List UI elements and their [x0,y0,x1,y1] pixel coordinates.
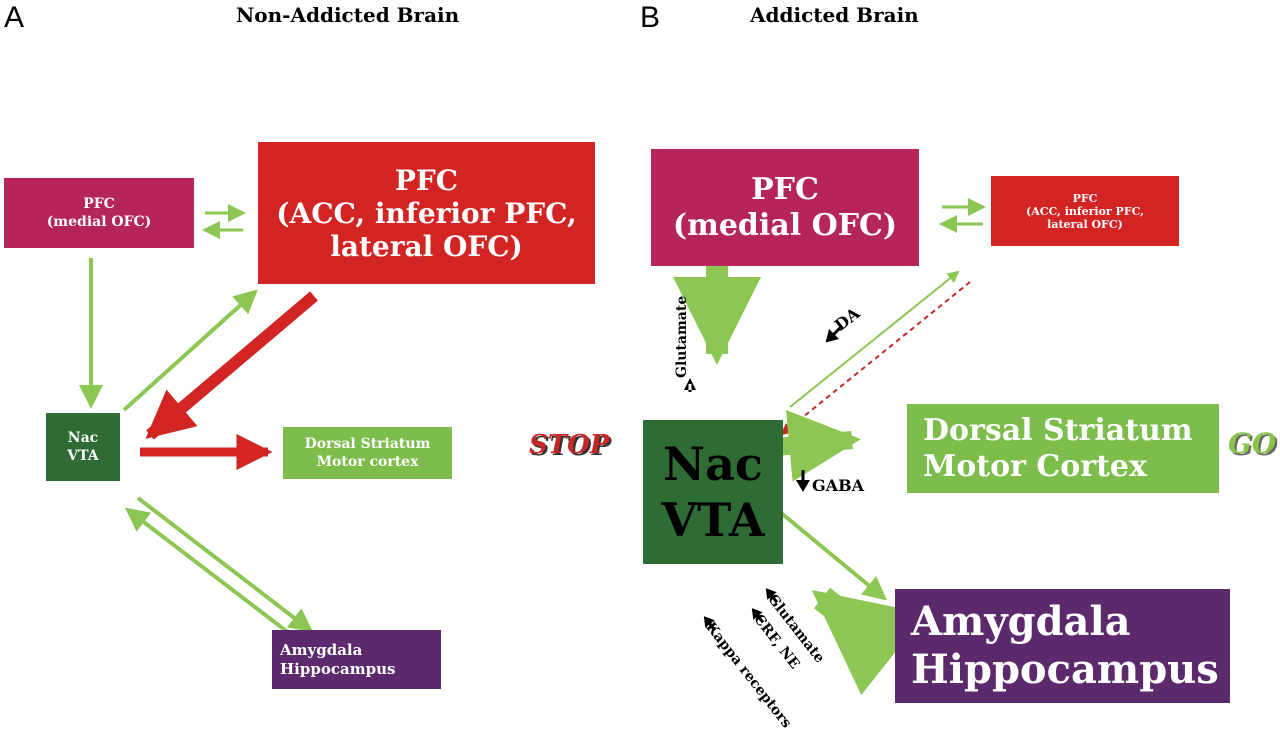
arrow-b-amygdala-to-nac [811,587,926,696]
panel-a-nac-vta-label: Nac VTA [67,430,99,464]
arrow-a-nac-to-amygdala [136,496,314,633]
panel-b-pfc-other-box: PFC (ACC, inferior PFC, lateral OFC) [991,176,1179,246]
down-arrow-icon-gaba [796,470,810,492]
panel-b-nac-vta-box: Nac VTA [643,420,783,564]
panel-a-dorsal-label: Dorsal Striatum Motor cortex [304,436,431,470]
panel-b-dorsal-label: Dorsal Striatum Motor Cortex [923,412,1193,484]
arrow-b-da-to-other [789,270,960,408]
label-gaba: GABA [812,476,865,495]
panel-a-amygdala-label: Amygdala Hippocampus [280,640,396,678]
arrow-a-other-to-nac [145,291,318,440]
panel-a-letter: A [4,1,25,34]
arrow-a-amygdala-to-nac [124,507,300,642]
panel-b-nac-vta-label: Nac VTA [661,437,765,547]
panel-a-pfc-medial-box: PFC (medial OFC) [4,178,194,248]
panel-b-amygdala-box: Amygdala Hippocampus [895,589,1230,703]
panel-a-pfc-medial-label: PFC (medial OFC) [46,196,152,230]
panel-b-title: Addicted Brain [750,3,919,27]
panel-b-letter: B [640,1,661,34]
up-arrow-icon-glutamate-top [684,378,696,392]
panel-a-title: Non-Addicted Brain [236,3,460,27]
panel-b-amygdala-label: Amygdala Hippocampus [911,598,1219,693]
panel-a-nac-vta-box: Nac VTA [46,413,120,481]
panel-a-pfc-other-label: PFC (ACC, inferior PFC, lateral OFC) [276,163,577,263]
arrow-b-nac-to-dorsal [775,409,861,482]
arrow-a-nac-to-other [122,289,258,412]
label-glutamate-top: Glutamate [674,295,690,378]
arrow-b-other-to-nac-dashed [780,281,971,436]
panel-b-dorsal-box: Dorsal Striatum Motor Cortex [907,404,1219,493]
go-label: GO [1228,427,1277,460]
panel-b-pfc-medial-box: PFC (medial OFC) [651,149,919,266]
panel-b-pfc-medial-label: PFC (medial OFC) [672,171,898,243]
panel-a-pfc-other-box: PFC (ACC, inferior PFC, lateral OFC) [258,142,595,284]
stop-label: STOP [529,430,610,460]
panel-a-dorsal-box: Dorsal Striatum Motor cortex [283,427,452,479]
down-arrow-icon-da [825,325,843,343]
panel-b-pfc-other-label: PFC (ACC, inferior PFC, lateral OFC) [1025,191,1145,231]
arrow-b-nac-to-amygdala [778,510,888,601]
panel-a-amygdala-box: Amygdala Hippocampus [272,630,441,689]
